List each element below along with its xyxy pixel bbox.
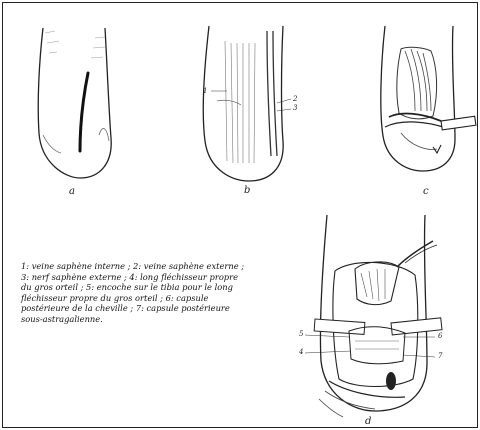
panel-a-label: a [69, 186, 75, 197]
callout-d-7: 7 [438, 352, 442, 360]
panel-c-label: c [423, 186, 429, 197]
callout-b-3: 3 [293, 104, 297, 112]
panel-b-label: b [244, 185, 250, 196]
achilles-tendon-retraction-illustration [371, 21, 479, 183]
callout-d-4: 4 [299, 348, 303, 356]
panel-a-drawing [25, 23, 125, 188]
callout-b-2: 2 [293, 95, 297, 103]
panel-c-drawing [371, 21, 479, 183]
panel-b-drawing [191, 21, 306, 191]
posterior-ankle-dissection-illustration [191, 21, 306, 191]
panel-d-label: d [365, 416, 371, 427]
callout-d-6: 6 [438, 332, 442, 340]
callout-b-1: 1 [203, 87, 207, 95]
callout-d-5: 5 [299, 330, 303, 338]
posterior-ankle-incision-illustration [25, 23, 125, 188]
figure-legend: 1: veine saphène interne ; 2: veine saph… [21, 261, 321, 324]
